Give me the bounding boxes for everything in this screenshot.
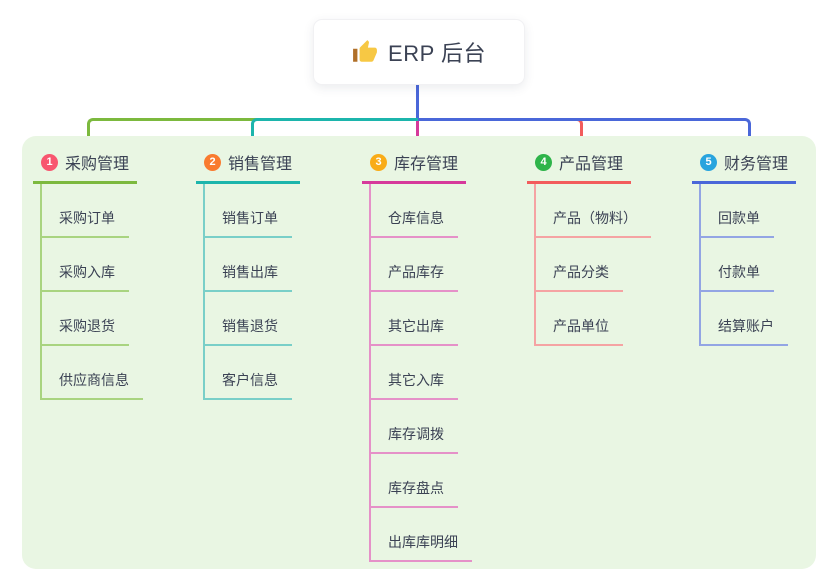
child-node[interactable]: 出库库明细 bbox=[371, 508, 472, 562]
child-label: 仓库信息 bbox=[371, 208, 458, 238]
child-label: 产品分类 bbox=[536, 262, 623, 292]
child-node[interactable]: 销售出库 bbox=[205, 238, 300, 292]
connector-branch-5 bbox=[418, 118, 751, 146]
branch-column-inventory: 3 库存管理 仓库信息 产品库存 其它出库 其它入库 库存调拨 库存盘点 出库库… bbox=[362, 148, 472, 562]
child-node[interactable]: 产品（物料） bbox=[536, 184, 651, 238]
branch-label-text: 产品管理 bbox=[559, 156, 624, 173]
branch-label-text: 财务管理 bbox=[724, 156, 789, 173]
branch-number-badge: 3 bbox=[370, 153, 387, 171]
child-node[interactable]: 销售退货 bbox=[205, 292, 300, 346]
branch-number-badge: 4 bbox=[535, 153, 552, 171]
branch-column-purchase: 1 采购管理 采购订单 采购入库 采购退货 供应商信息 bbox=[33, 148, 143, 400]
child-node[interactable]: 回款单 bbox=[701, 184, 796, 238]
child-label: 其它出库 bbox=[371, 316, 458, 346]
child-node[interactable]: 库存调拨 bbox=[371, 400, 472, 454]
branch-number-badge: 2 bbox=[204, 153, 221, 171]
child-node[interactable]: 采购退货 bbox=[42, 292, 143, 346]
child-label: 产品（物料） bbox=[536, 208, 651, 238]
child-node[interactable]: 库存盘点 bbox=[371, 454, 472, 508]
connector-root-line bbox=[416, 83, 419, 121]
child-node[interactable]: 产品分类 bbox=[536, 238, 651, 292]
thumbs-up-icon bbox=[353, 40, 377, 62]
branch-node[interactable]: 4 产品管理 bbox=[527, 148, 632, 184]
child-node[interactable]: 结算账户 bbox=[701, 292, 796, 346]
child-label: 销售订单 bbox=[205, 208, 292, 238]
branch-children: 回款单 付款单 结算账户 bbox=[699, 184, 796, 346]
branch-label-text: 库存管理 bbox=[394, 156, 459, 173]
child-node[interactable]: 仓库信息 bbox=[371, 184, 472, 238]
branch-column-sales: 2 销售管理 销售订单 销售出库 销售退货 客户信息 bbox=[196, 148, 301, 400]
branch-children: 仓库信息 产品库存 其它出库 其它入库 库存调拨 库存盘点 出库库明细 bbox=[369, 184, 472, 562]
branch-node[interactable]: 5 财务管理 bbox=[692, 148, 797, 184]
child-label: 销售退货 bbox=[205, 316, 292, 346]
child-label: 其它入库 bbox=[371, 370, 458, 400]
branch-node[interactable]: 3 库存管理 bbox=[362, 148, 467, 184]
root-node[interactable]: ERP 后台 bbox=[313, 19, 525, 85]
child-node[interactable]: 销售订单 bbox=[205, 184, 300, 238]
branch-node[interactable]: 1 采购管理 bbox=[33, 148, 138, 184]
child-label: 客户信息 bbox=[205, 370, 292, 400]
branches-panel bbox=[22, 136, 816, 569]
child-label: 采购订单 bbox=[42, 208, 129, 238]
child-node[interactable]: 付款单 bbox=[701, 238, 796, 292]
child-label: 采购退货 bbox=[42, 316, 129, 346]
branch-children: 销售订单 销售出库 销售退货 客户信息 bbox=[203, 184, 300, 400]
child-label: 产品单位 bbox=[536, 316, 623, 346]
branch-children: 采购订单 采购入库 采购退货 供应商信息 bbox=[40, 184, 143, 400]
branch-number-badge: 5 bbox=[700, 153, 717, 171]
connector-branch-3 bbox=[416, 121, 419, 146]
branch-column-finance: 5 财务管理 回款单 付款单 结算账户 bbox=[692, 148, 797, 346]
child-label: 库存盘点 bbox=[371, 478, 458, 508]
child-node[interactable]: 产品库存 bbox=[371, 238, 472, 292]
child-label: 销售出库 bbox=[205, 262, 292, 292]
child-label: 产品库存 bbox=[371, 262, 458, 292]
child-node[interactable]: 其它入库 bbox=[371, 346, 472, 400]
branch-node[interactable]: 2 销售管理 bbox=[196, 148, 301, 184]
branch-label-text: 采购管理 bbox=[65, 156, 130, 173]
child-node[interactable]: 客户信息 bbox=[205, 346, 300, 400]
child-label: 供应商信息 bbox=[42, 370, 143, 400]
branch-column-product: 4 产品管理 产品（物料） 产品分类 产品单位 bbox=[527, 148, 651, 346]
child-node[interactable]: 采购订单 bbox=[42, 184, 143, 238]
child-node[interactable]: 采购入库 bbox=[42, 238, 143, 292]
branch-children: 产品（物料） 产品分类 产品单位 bbox=[534, 184, 651, 346]
child-label: 采购入库 bbox=[42, 262, 129, 292]
child-label: 回款单 bbox=[701, 208, 774, 238]
branch-number-badge: 1 bbox=[41, 153, 58, 171]
child-label: 库存调拨 bbox=[371, 424, 458, 454]
child-label: 结算账户 bbox=[701, 316, 788, 346]
connector-branch-2 bbox=[251, 118, 418, 146]
root-title: ERP 后台 bbox=[388, 41, 486, 66]
child-node[interactable]: 产品单位 bbox=[536, 292, 651, 346]
child-node[interactable]: 供应商信息 bbox=[42, 346, 143, 400]
branch-label-text: 销售管理 bbox=[228, 156, 293, 173]
child-label: 出库库明细 bbox=[371, 532, 472, 562]
child-node[interactable]: 其它出库 bbox=[371, 292, 472, 346]
child-label: 付款单 bbox=[701, 262, 774, 292]
